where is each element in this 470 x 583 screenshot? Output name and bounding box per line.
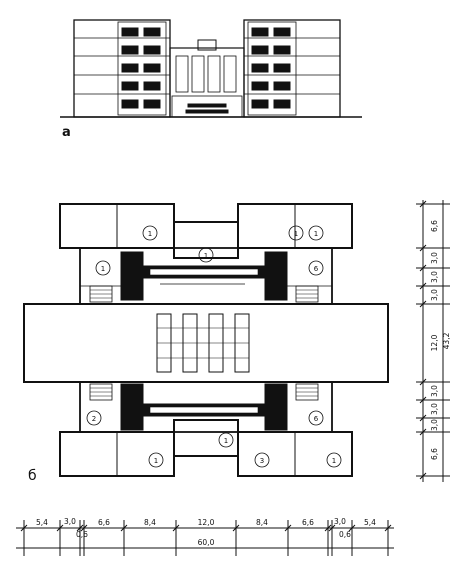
dim-tick-mark — [419, 282, 427, 290]
elevation-windows-right — [251, 27, 291, 109]
dim-h-segment: 12,0 — [198, 518, 215, 527]
dim-tick-mark — [419, 414, 427, 422]
room-number: 2 — [92, 415, 96, 423]
stair-lower-right — [295, 383, 319, 401]
dim-tick-mark — [232, 524, 240, 532]
dim-tick-mark — [20, 524, 28, 532]
dim-h-segment: 8,4 — [144, 518, 156, 527]
dim-h-segment: 6,6 — [302, 518, 314, 527]
dim-tick-mark — [328, 524, 336, 532]
dim-h-segment: 5,4 — [36, 518, 48, 527]
dim-v-total: 43,2 — [442, 332, 451, 349]
dim-v-segment: 3,0 — [430, 289, 439, 301]
room-markers: 1 1 1 1 1 6 2 6 1 1 3 1 — [86, 225, 342, 468]
dim-h-segment: 3,0 — [334, 517, 346, 526]
room-number: 1 — [224, 437, 228, 445]
dim-v-segment: 3,0 — [430, 419, 439, 431]
room-number: 1 — [148, 230, 152, 238]
plan-label: б — [28, 468, 37, 484]
dim-v-segment: 3,0 — [430, 403, 439, 415]
dim-h-segment: 8,4 — [256, 518, 268, 527]
dim-v-segment: 3,0 — [430, 271, 439, 283]
dim-v-segment: 3,0 — [430, 252, 439, 264]
room-number: 6 — [314, 415, 319, 423]
dim-tick-mark — [80, 524, 88, 532]
dim-tick-mark — [172, 524, 180, 532]
stair-upper-left — [89, 285, 113, 303]
dim-tick-mark — [348, 524, 356, 532]
elevation-label: а — [62, 125, 71, 140]
dim-tick-mark — [56, 524, 64, 532]
dim-h-segment: 0,6 — [76, 530, 88, 539]
dim-tick-mark — [419, 264, 427, 272]
dim-tick-mark — [419, 472, 427, 480]
dim-h-total: 60,0 — [198, 538, 215, 547]
floor-plan — [23, 203, 389, 477]
dim-tick-mark — [76, 524, 84, 532]
hall-columns — [156, 313, 250, 373]
dim-v-segment: 6,6 — [430, 220, 439, 232]
elevation-windows-left — [121, 27, 161, 109]
dim-v-segment: 12,0 — [430, 334, 439, 351]
dim-tick-mark — [419, 244, 427, 252]
room-number: 1 — [154, 457, 158, 465]
dim-tick-mark — [419, 428, 427, 436]
dim-tick-mark — [419, 378, 427, 386]
room-number: 1 — [314, 230, 318, 238]
dim-tick-mark — [284, 524, 292, 532]
room-number: 1 — [332, 457, 336, 465]
room-number: 1 — [204, 252, 208, 260]
building-elevation — [60, 19, 362, 118]
dim-h-segment: 0,6 — [339, 530, 351, 539]
dim-tick-mark — [384, 524, 392, 532]
room-number: 3 — [260, 457, 264, 465]
stair-upper-right — [295, 285, 319, 303]
dim-tick-mark — [419, 200, 427, 208]
stair-lower-left — [89, 383, 113, 401]
dim-tick-mark — [120, 524, 128, 532]
dim-tick-mark — [419, 396, 427, 404]
dim-h-segment: 5,4 — [364, 518, 376, 527]
room-number: 1 — [294, 230, 298, 238]
dim-h-segment: 3,0 — [64, 517, 76, 526]
vertical-dimension-chain: 6,6 3,0 3,0 3,0 12,0 3,0 3,0 3,0 6,6 43,2 — [416, 200, 451, 482]
room-number: 1 — [101, 265, 105, 273]
dim-v-segment: 6,6 — [430, 448, 439, 460]
dim-v-segment: 3,0 — [430, 385, 439, 397]
room-number: 6 — [314, 265, 319, 273]
dim-tick-mark — [324, 524, 332, 532]
dim-tick-mark — [419, 300, 427, 308]
dim-h-segment: 6,6 — [98, 518, 110, 527]
